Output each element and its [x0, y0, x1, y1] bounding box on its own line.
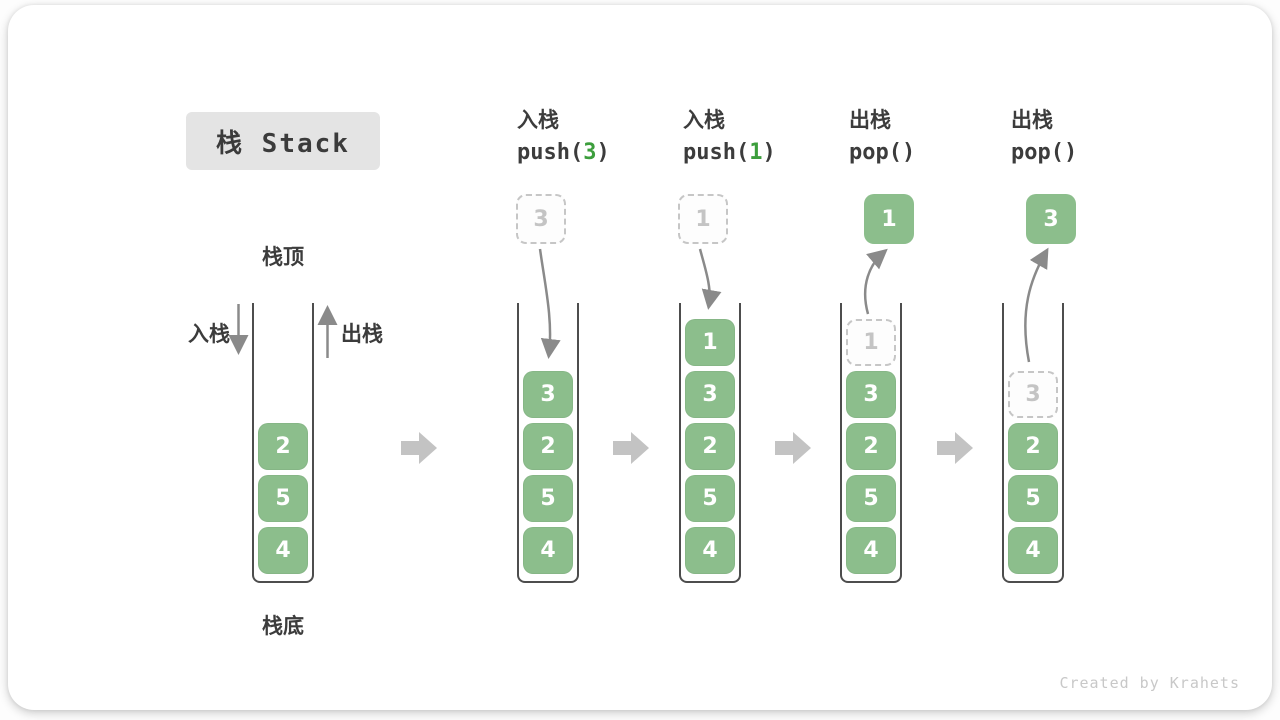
stack-cell: 3 — [685, 371, 735, 418]
popped-value-box: 3 — [1026, 194, 1076, 244]
operation-code: pop() — [1011, 136, 1161, 170]
incoming-value-box: 1 — [678, 194, 728, 244]
stack-top-label: 栈顶 — [262, 245, 304, 269]
stack-cell: 3 — [846, 371, 896, 418]
code-pre: pop( — [1011, 140, 1064, 165]
stack-cell: 5 — [1008, 475, 1058, 522]
operation-label-pop-second: 出栈 pop() — [1011, 104, 1161, 170]
operation-code: push(3) — [517, 136, 667, 170]
stack-cell: 2 — [523, 423, 573, 470]
ghost-cell: 3 — [1008, 371, 1058, 418]
stack-cell: 5 — [258, 475, 308, 522]
stack-container — [517, 303, 579, 583]
code-pre: push( — [683, 140, 750, 165]
pop-direction-label: 出栈 — [341, 322, 383, 346]
stack-cell: 4 — [523, 527, 573, 574]
stack-cell: 5 — [523, 475, 573, 522]
operation-name: 出栈 — [849, 108, 891, 132]
stack-cell: 2 — [685, 423, 735, 470]
stack-cell: 1 — [685, 319, 735, 366]
stack-container — [840, 303, 902, 583]
stack-cell: 4 — [1008, 527, 1058, 574]
operation-label-push1: 入栈 push(1) — [683, 104, 833, 170]
operation-name: 入栈 — [683, 108, 725, 132]
operation-code: pop() — [849, 136, 999, 170]
operation-label-pop-first: 出栈 pop() — [849, 104, 999, 170]
stack-cell: 5 — [685, 475, 735, 522]
code-arg: 1 — [749, 140, 763, 165]
code-post: ) — [762, 140, 776, 165]
diagram-title-box: 栈 Stack — [186, 112, 380, 170]
push-direction-label: 入栈 — [188, 322, 230, 346]
code-pre: pop( — [849, 140, 902, 165]
stack-cell: 4 — [685, 527, 735, 574]
code-arg: 3 — [583, 140, 597, 165]
stack-cell: 2 — [258, 423, 308, 470]
diagram-title: 栈 Stack — [216, 128, 350, 159]
operation-name: 入栈 — [517, 108, 559, 132]
stack-cell: 3 — [523, 371, 573, 418]
stack-cell: 2 — [846, 423, 896, 470]
stack-cell: 5 — [846, 475, 896, 522]
operation-code: push(1) — [683, 136, 833, 170]
code-pre: push( — [517, 140, 584, 165]
stack-container — [1002, 303, 1064, 583]
stack-cell: 4 — [258, 527, 308, 574]
stack-container — [252, 303, 314, 583]
ghost-cell: 1 — [846, 319, 896, 366]
stack-bottom-label: 栈底 — [262, 614, 304, 638]
watermark: Created by Krahets — [1059, 674, 1240, 692]
code-post: ) — [596, 140, 610, 165]
operation-name: 出栈 — [1011, 108, 1053, 132]
operation-label-push3: 入栈 push(3) — [517, 104, 667, 170]
stack-cell: 4 — [846, 527, 896, 574]
stack-cell: 2 — [1008, 423, 1058, 470]
code-post: ) — [1063, 140, 1078, 165]
code-post: ) — [901, 140, 916, 165]
popped-value-box: 1 — [864, 194, 914, 244]
incoming-value-box: 3 — [516, 194, 566, 244]
stack-container — [679, 303, 741, 583]
